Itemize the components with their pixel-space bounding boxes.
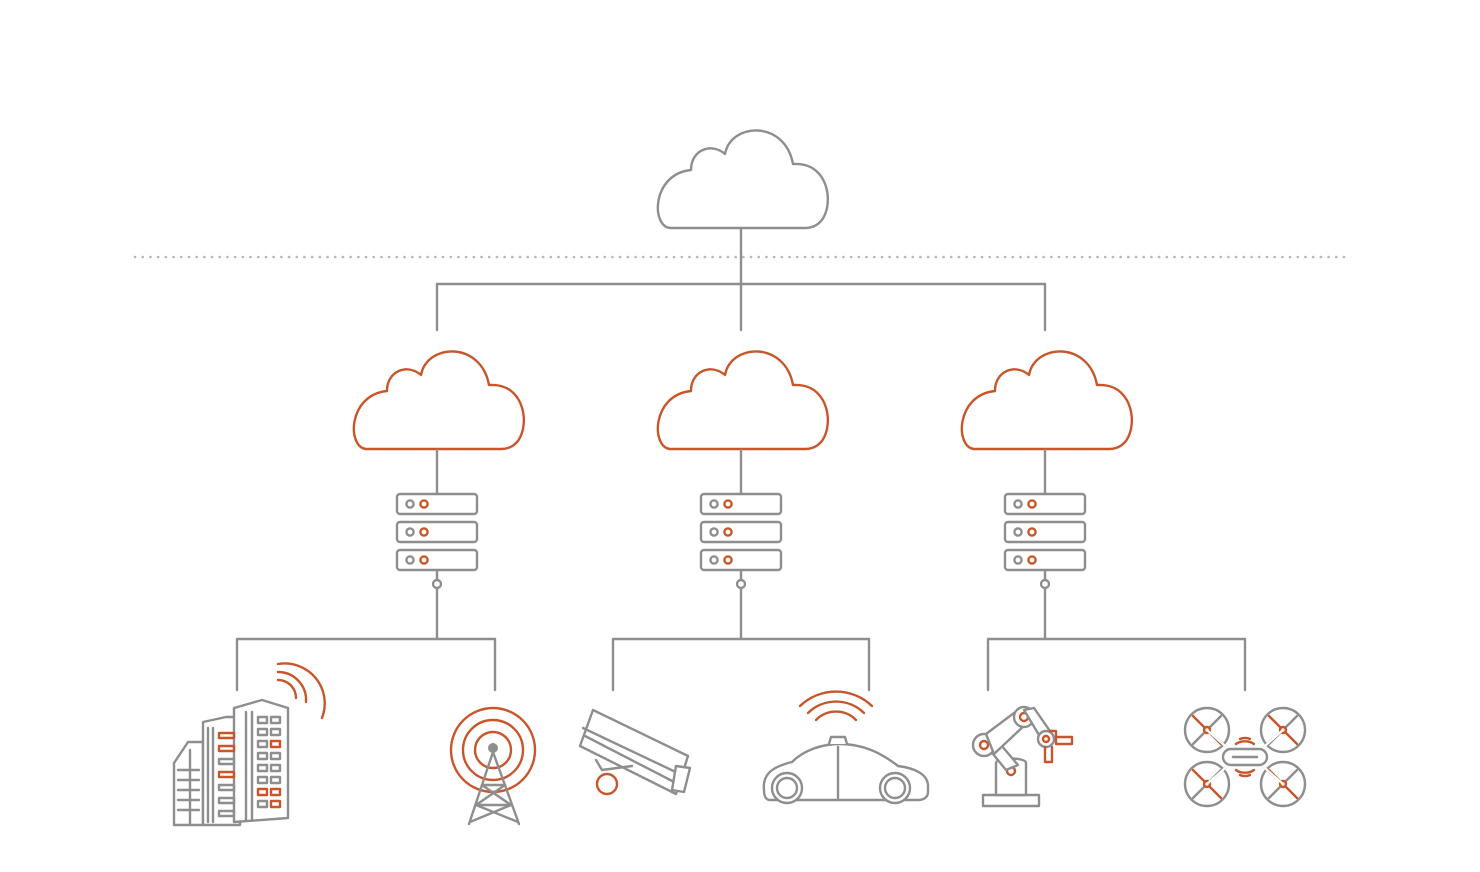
top-cloud-icon	[656, 129, 830, 230]
edge-cloud-icon-1	[352, 350, 526, 451]
office-buildings-icon	[172, 662, 326, 827]
server-rack-icon-3	[1003, 492, 1087, 590]
server-rack-icon-1	[395, 492, 479, 590]
edge-cloud-icon-2	[656, 350, 830, 451]
security-camera-icon	[578, 708, 692, 796]
robotic-arm-icon	[971, 705, 1074, 808]
cloud-server-lines	[435, 448, 1047, 495]
server-rack-icon-2	[699, 492, 783, 590]
drone-icon	[1183, 706, 1307, 808]
top-connector-lines	[435, 226, 1047, 332]
device-connector-lines	[235, 586, 1247, 692]
edge-cloud-icon-3	[960, 350, 1134, 451]
connected-car-icon	[762, 690, 930, 805]
radio-tower-icon	[449, 706, 537, 826]
